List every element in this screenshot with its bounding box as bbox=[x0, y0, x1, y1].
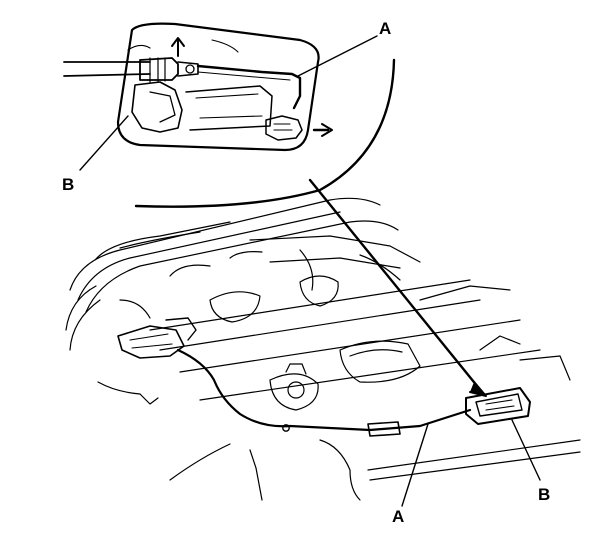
callout-top-B: B bbox=[62, 175, 75, 194]
leader-bottom-B bbox=[511, 419, 541, 481]
release-cable bbox=[176, 348, 472, 432]
detail-inset-view bbox=[63, 22, 333, 152]
callout-bottom-B: B bbox=[538, 485, 551, 504]
vehicle-underbody-view bbox=[65, 197, 581, 501]
detail-arc bbox=[134, 58, 396, 208]
leader-top-B bbox=[79, 115, 129, 171]
leader-bottom-A bbox=[401, 423, 429, 507]
leader-top-A bbox=[297, 35, 378, 77]
callout-top-A: A bbox=[379, 19, 392, 38]
detail-pointer-line bbox=[308, 178, 484, 394]
callout-bottom-A: A bbox=[392, 507, 405, 526]
